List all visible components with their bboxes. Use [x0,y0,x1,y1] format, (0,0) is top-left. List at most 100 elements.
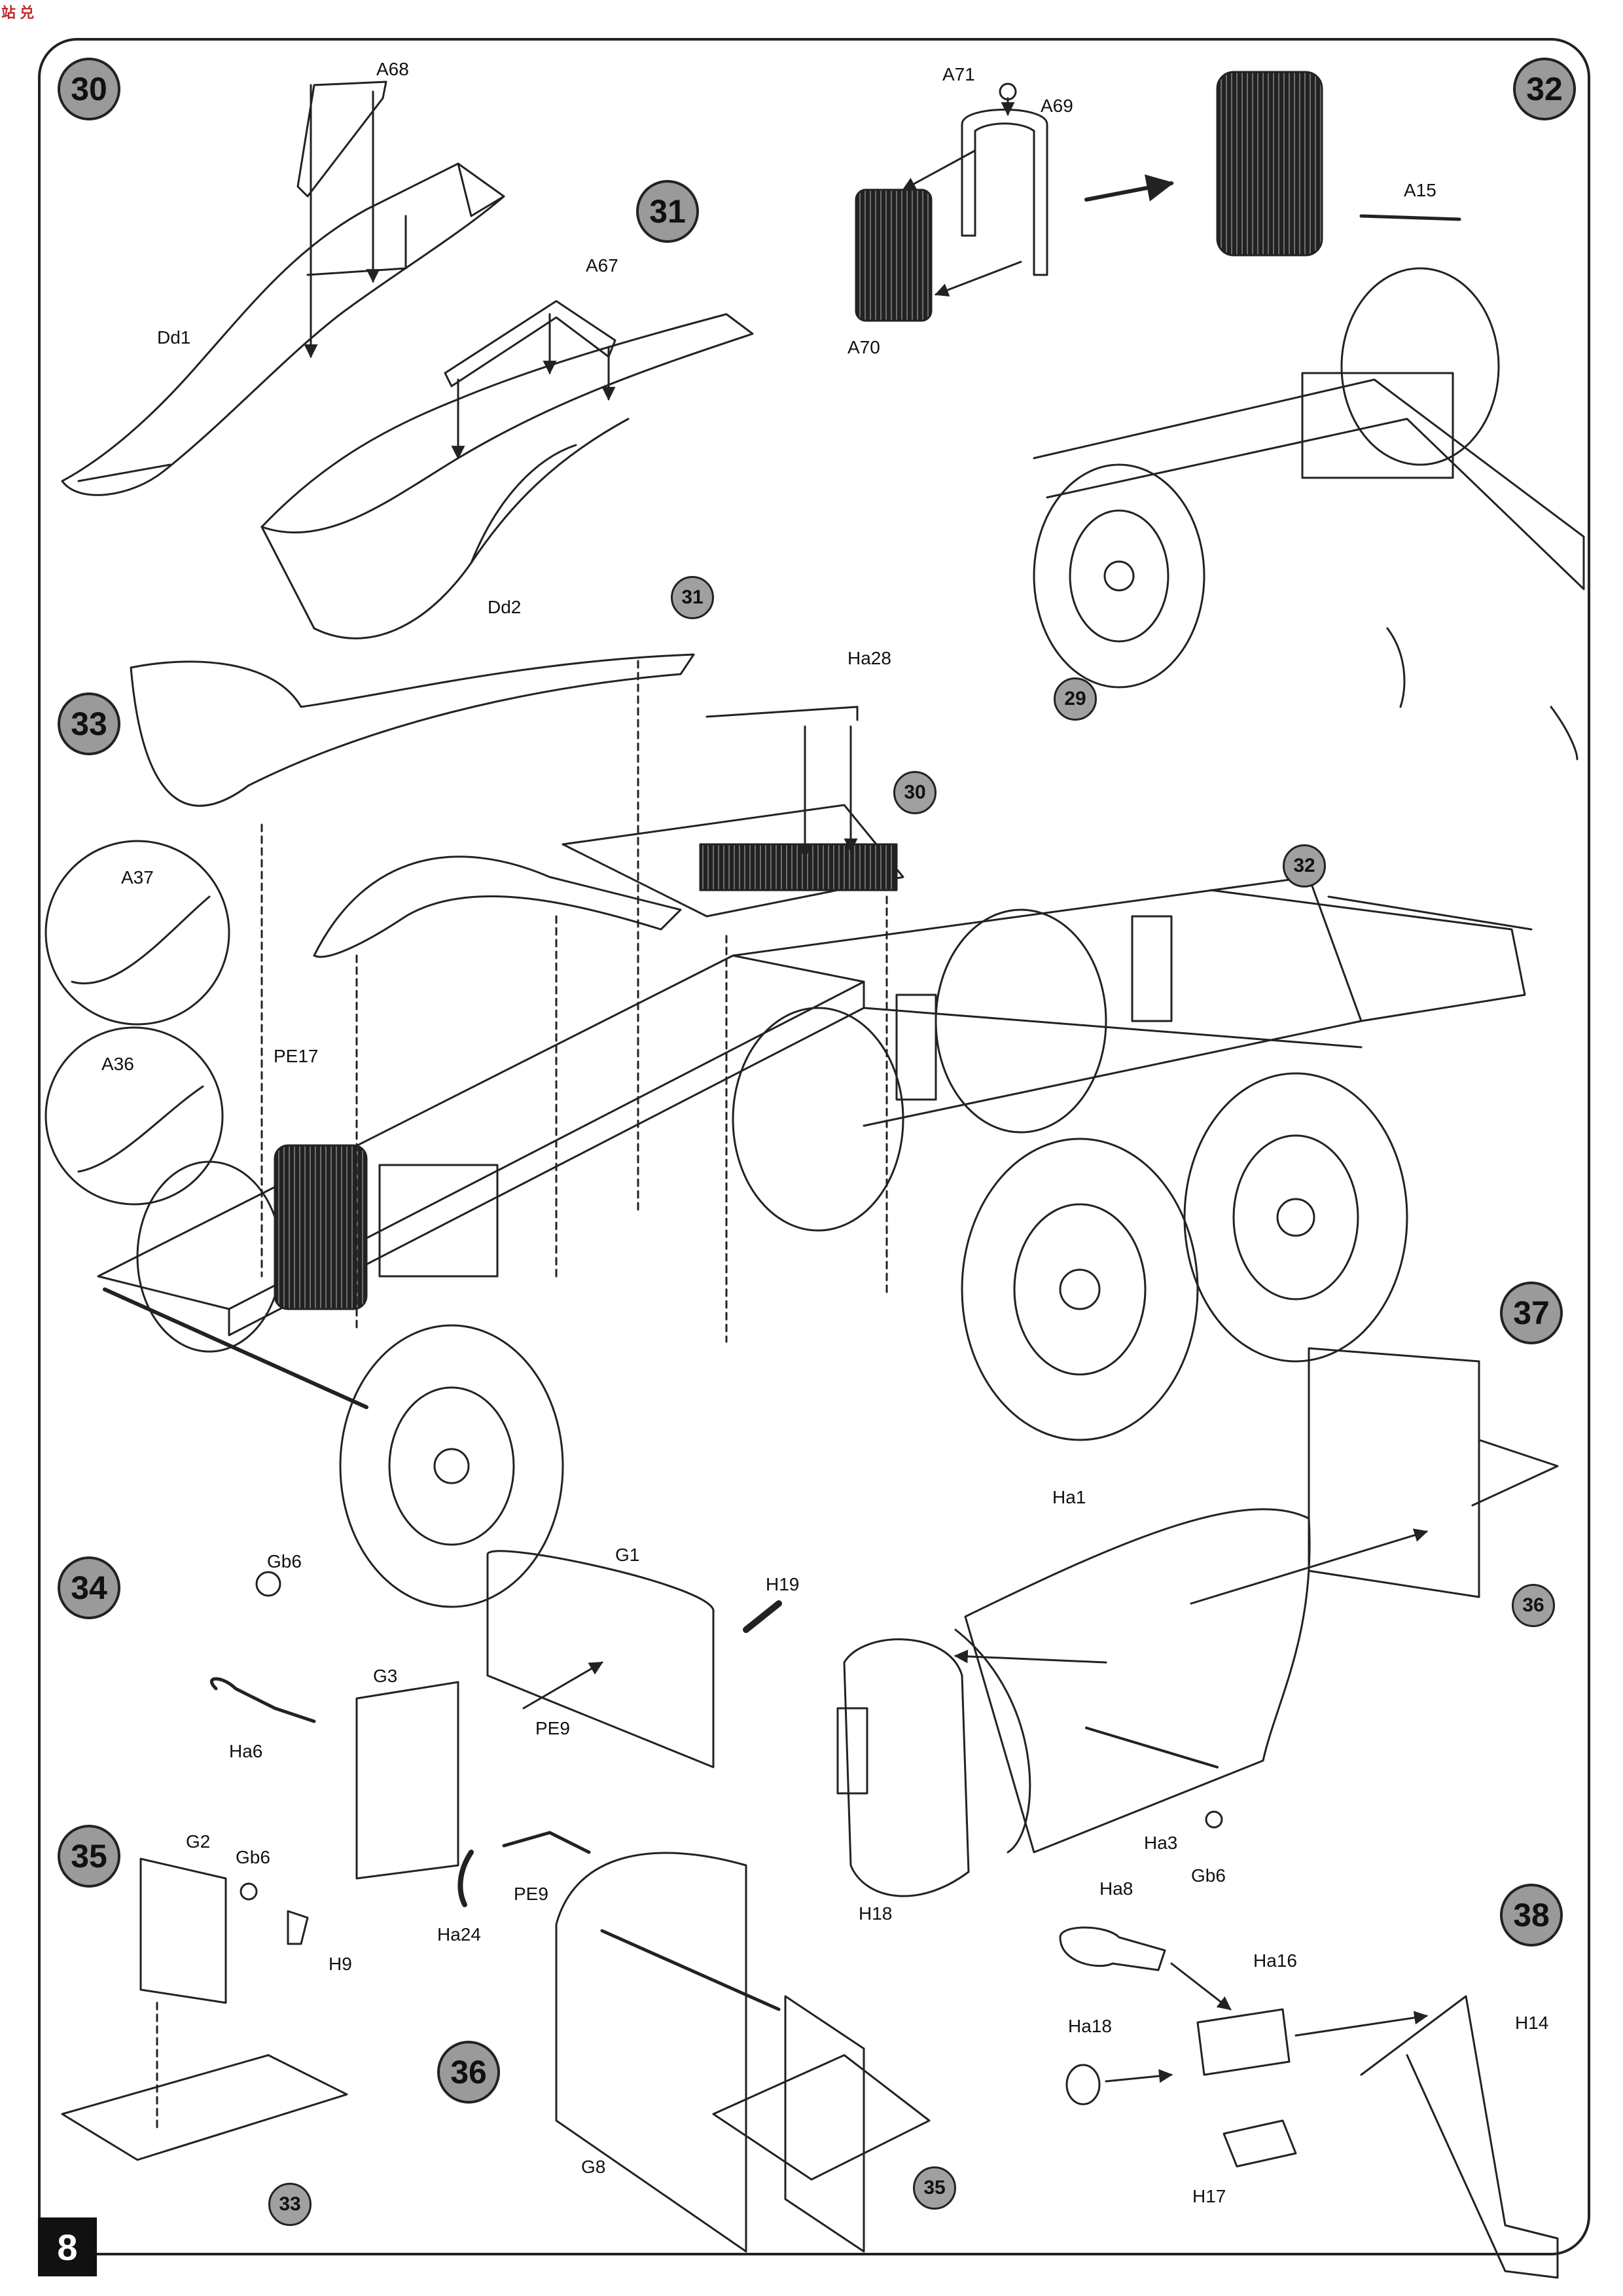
nut-gb6-34 [255,1571,281,1597]
step-number-38: 38 [1500,1884,1563,1946]
label-pe9-a: PE9 [535,1718,570,1738]
label-h9: H9 [329,1954,352,1974]
strip-a67 [444,300,616,387]
ref-step-32: 32 [1283,844,1326,888]
engine-step33 [378,1164,499,1278]
step-number-36: 36 [437,2041,500,2104]
label-a70: A70 [847,337,880,357]
support-h14 [1360,1995,1559,2279]
nut-gb6-35 [240,1882,258,1901]
label-g1: G1 [615,1545,640,1565]
fender-dd1 [61,162,505,496]
label-a37: A37 [121,867,154,888]
fitting-ha18 [1065,2064,1101,2106]
label-ha3: Ha3 [1144,1833,1178,1853]
pipe-ha3 [1085,1727,1219,1768]
rear-wheels [732,908,1408,1441]
label-a67: A67 [586,255,618,276]
nut-gb6-37 [1205,1810,1223,1829]
label-ha16: Ha16 [1253,1950,1297,1971]
label-g2: G2 [186,1831,211,1852]
label-gb6-35: Gb6 [236,1847,270,1867]
front-wheel-step32 [1033,463,1205,689]
label-pe17: PE17 [274,1046,319,1066]
panel-g3 [355,1681,459,1880]
ref-step-33: 33 [268,2183,312,2226]
publisher-logo: 站 兑 [1,5,35,21]
step-number-30: 30 [58,58,120,120]
bracket-h17 [1222,2119,1297,2168]
radiator-core-a70 [855,188,933,322]
radiator-assembled [1216,71,1323,257]
label-gb6-34: Gb6 [267,1551,302,1571]
fender-dd2 [260,313,754,639]
label-g8: G8 [581,2157,606,2177]
valve-ha6 [210,1677,316,1723]
platform-step36 [712,2054,931,2181]
radiator-step33 [274,1144,368,1310]
tap-h9 [287,1910,309,1945]
ref-step-35: 35 [913,2166,956,2210]
label-h17: H17 [1192,2186,1226,2206]
step-number-35: 35 [58,1825,120,1888]
chassis-frame [97,876,1533,1336]
label-a69: A69 [1041,96,1073,116]
ref-step-29: 29 [1054,677,1097,721]
label-ha1: Ha1 [1052,1487,1086,1507]
end-plate-h18 [843,1638,970,1897]
step-number-33: 33 [58,692,120,755]
bulkhead-step37 [1308,1347,1480,1598]
tank-ha1 [964,1508,1311,1854]
valve-pe9 [502,1831,591,1854]
step-number-32: 32 [1513,58,1576,120]
bracket-ha28 [705,706,859,721]
label-ha24: Ha24 [437,1924,481,1945]
fender-left-step33 [130,653,695,807]
shell-a69 [961,109,1048,276]
pipe-ha24 [457,1850,474,1907]
label-h14: H14 [1515,2013,1549,2033]
front-bumper [103,1287,368,1409]
panel-g1 [486,1550,715,1768]
step-plate [699,843,898,891]
panel-g8 [555,1852,747,2253]
platform-step35 [61,2054,348,2161]
filler-h19 [743,1600,782,1633]
ref-step-31: 31 [671,576,714,619]
label-g3: G3 [373,1666,398,1686]
page-frame [38,38,1590,2255]
running-board-ha28 [562,804,904,918]
engine-step32 [1301,372,1454,479]
detail-a37 [45,840,230,1026]
step-number-37: 37 [1500,1282,1563,1344]
cap-a71 [999,82,1017,101]
label-dd1: Dd1 [157,327,191,348]
page-number: 8 [38,2217,97,2276]
label-ha28: Ha28 [847,648,891,668]
step-number-34: 34 [58,1556,120,1619]
pump-ha8 [1059,1926,1166,1971]
label-pe9-b: PE9 [514,1884,548,1904]
label-a36: A36 [101,1054,134,1074]
label-ha8: Ha8 [1099,1878,1133,1899]
label-a68: A68 [376,59,409,79]
ref-step-36: 36 [1512,1584,1555,1627]
label-ha6: Ha6 [229,1741,263,1761]
fender-right-step33 [313,855,682,958]
strip-a68 [296,81,387,198]
ref-step-30: 30 [893,771,936,814]
label-gb6-37: Gb6 [1191,1865,1226,1886]
pump-body-ha16 [1196,2008,1291,2076]
panel-g2 [139,1857,227,2004]
detail-a36 [45,1026,224,1206]
step-number-31: 31 [636,180,699,243]
fitting-plate [836,1707,868,1795]
hose-a15 [1359,214,1461,221]
label-ha18: Ha18 [1068,2016,1112,2036]
label-a71: A71 [942,64,975,84]
label-dd2: Dd2 [488,597,522,617]
label-h19: H19 [766,1574,800,1594]
label-a15: A15 [1404,180,1436,200]
label-h18: H18 [859,1903,893,1924]
